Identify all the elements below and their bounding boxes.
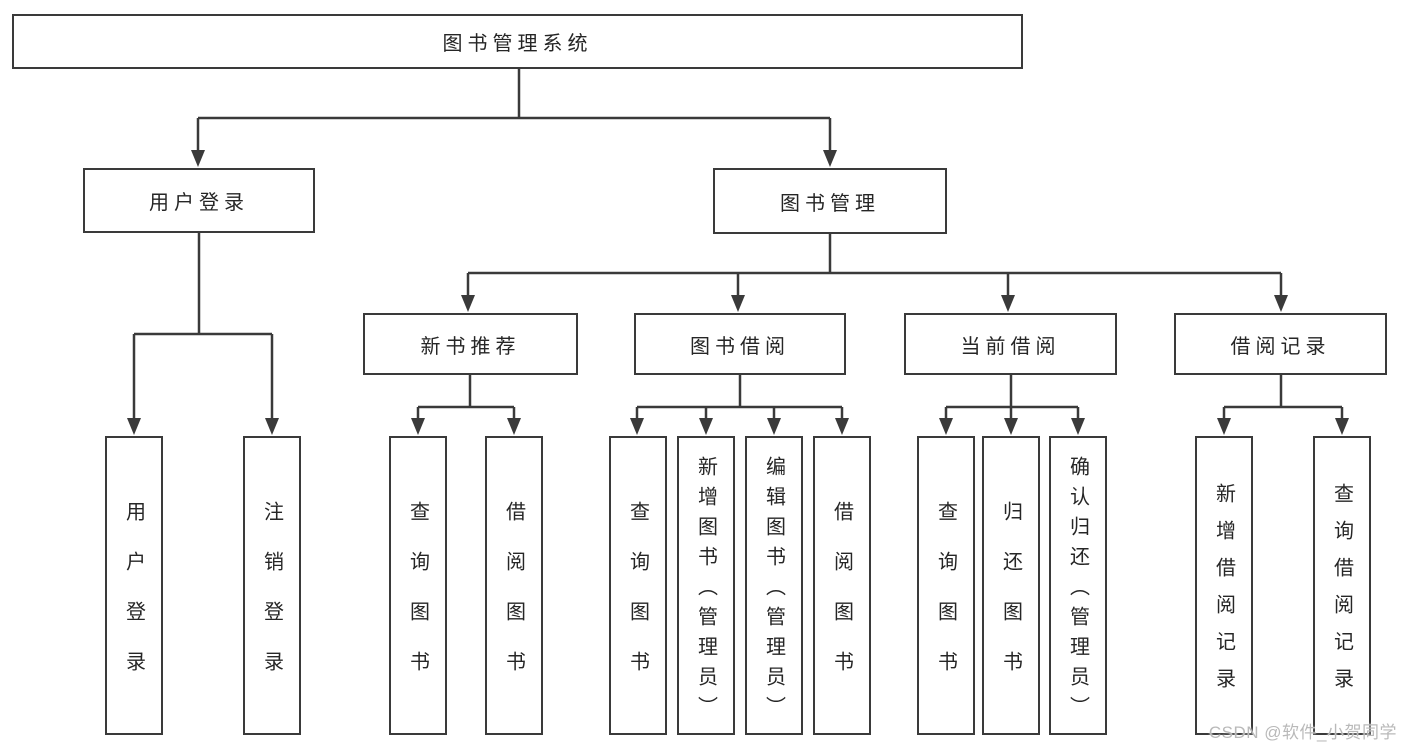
node-library-management-system: 图书管理系统 [12, 14, 1023, 69]
connector-borrow-records-split [1222, 375, 1344, 420]
leaf-borrow-books-recommend: 借阅图书 [485, 436, 543, 735]
leaf-borrow-books-2: 借阅图书 [813, 436, 871, 735]
connector-book-mgmt-split [466, 234, 1283, 297]
node-user-login: 用户登录 [83, 168, 315, 233]
leaf-query-books-borrow: 查询图书 [609, 436, 667, 735]
arrowheads [127, 150, 1349, 435]
leaf-user-login: 用户登录 [105, 436, 163, 735]
leaf-edit-book-admin: 编辑图书（管理员） [745, 436, 803, 735]
connector-book-borrow-split [635, 375, 844, 420]
connector-new-book-split [416, 375, 516, 420]
node-book-management: 图书管理 [713, 168, 947, 234]
leaf-query-books-recommend: 查询图书 [389, 436, 447, 735]
connector-user-login-split [132, 233, 274, 420]
node-borrow-records: 借阅记录 [1174, 313, 1387, 375]
leaf-confirm-return-admin: 确认归还（管理员） [1049, 436, 1107, 735]
node-book-borrow: 图书借阅 [634, 313, 846, 375]
connector-current-borrow-split [944, 375, 1080, 420]
leaf-add-borrow-record: 新增借阅记录 [1195, 436, 1253, 735]
node-new-book-recommend: 新书推荐 [363, 313, 578, 375]
leaf-query-books-current: 查询图书 [917, 436, 975, 735]
csdn-watermark: CSDN @软件_小贺同学 [1208, 723, 1397, 742]
leaf-query-borrow-record: 查询借阅记录 [1313, 436, 1371, 735]
leaf-add-book-admin: 新增图书（管理员） [677, 436, 735, 735]
node-current-borrow: 当前借阅 [904, 313, 1117, 375]
leaf-return-book: 归还图书 [982, 436, 1040, 735]
leaf-logout: 注销登录 [243, 436, 301, 735]
connector-root-split [196, 69, 832, 152]
